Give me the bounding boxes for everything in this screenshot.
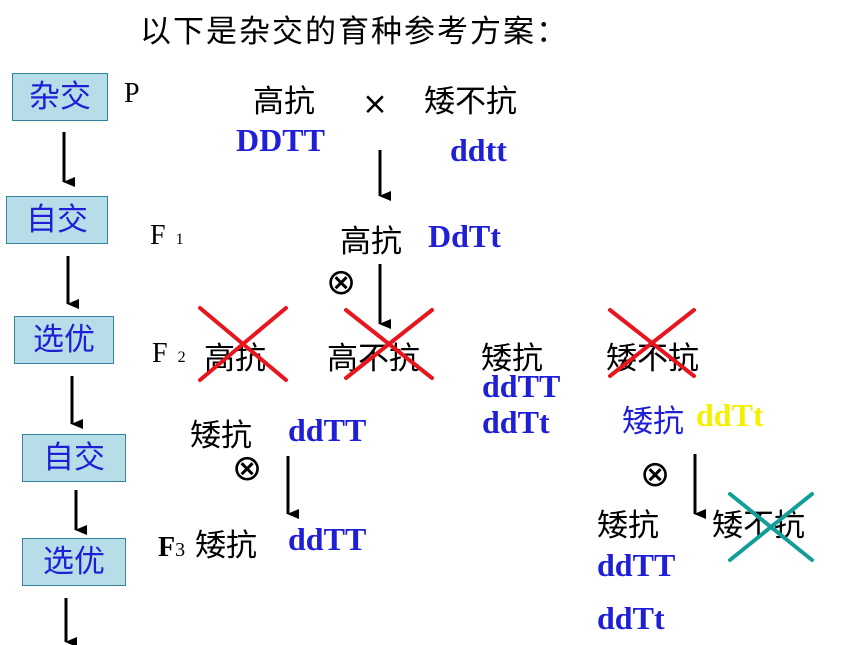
right-genotype: ddTt: [696, 397, 764, 433]
cross-symbol: ×: [362, 86, 388, 122]
selfing-symbol-1: ⊗: [326, 262, 357, 303]
step-hybridize: 杂交: [12, 73, 108, 121]
step-select-1: 选优: [14, 316, 114, 364]
offspring-short-resistant: 矮抗: [597, 508, 659, 544]
f2-genotype-ddTT: ddTT: [482, 368, 561, 404]
p2-genotype: ddtt: [450, 132, 507, 168]
f3-phenotype: 矮抗: [195, 528, 257, 564]
f2-genotype-ddTt: ddTt: [482, 404, 550, 440]
p1-phenotype: 高抗: [253, 84, 315, 120]
reject-cross-1b: [198, 306, 288, 382]
p1-genotype: DDTT: [236, 122, 325, 158]
reject-cross-4b: [728, 492, 814, 562]
selfing-symbol-3: ⊗: [640, 454, 671, 495]
selfing-symbol-2: ⊗: [232, 448, 263, 489]
offspring-genotype-ddTt: ddTt: [597, 600, 665, 636]
reject-cross-3b: [608, 308, 696, 378]
reject-cross-2b: [344, 308, 434, 380]
page-title: 以下是杂交的育种参考方案：: [140, 14, 569, 50]
f2-phenotype-tall-nonresistant: 高不抗: [327, 341, 420, 377]
p2-phenotype: 矮不抗: [424, 84, 517, 120]
f1-phenotype: 高抗: [340, 224, 402, 260]
f2-phenotype-tall-resistant: 高抗: [204, 341, 266, 377]
f1-genotype: DdTt: [428, 218, 501, 254]
left-phenotype: 矮抗: [190, 418, 252, 454]
label-p: P: [124, 78, 140, 109]
offspring-genotype-ddTT: ddTT: [597, 547, 676, 583]
f2-phenotype-short-nonresistant: 矮不抗: [606, 341, 699, 377]
f2-phenotype-short-resistant: 矮抗: [481, 341, 543, 377]
step-selfing-2: 自交: [22, 434, 126, 482]
step-selfing-1: 自交: [6, 196, 108, 244]
right-phenotype: 矮抗: [622, 404, 684, 440]
left-genotype: ddTT: [288, 412, 367, 448]
f3-genotype: ddTT: [288, 521, 367, 557]
step-select-2: 选优: [22, 538, 126, 586]
label-f3: F3: [158, 532, 186, 563]
